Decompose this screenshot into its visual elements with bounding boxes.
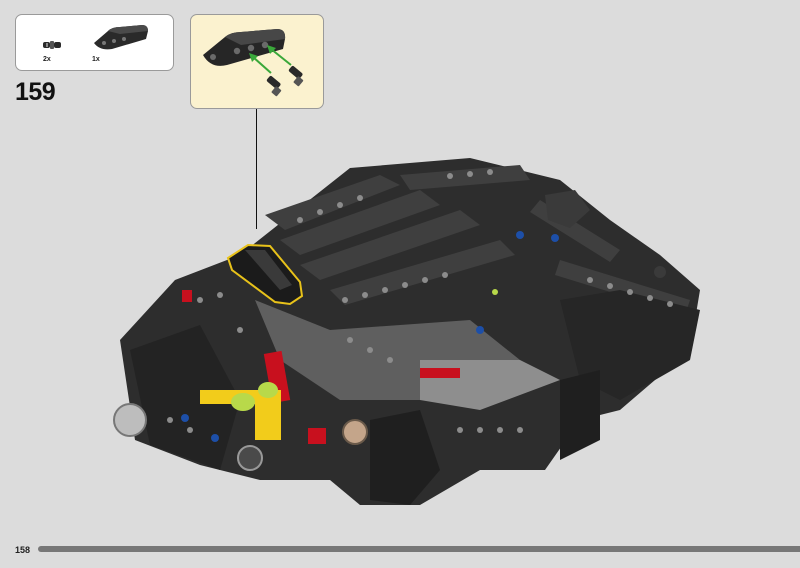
parts-list-box: 2x 1x (15, 14, 174, 71)
step-number: 159 (15, 78, 56, 106)
subassembly-callout (190, 14, 324, 109)
page-number: 158 (15, 545, 31, 555)
callout-illustration (203, 29, 304, 97)
part-count-panel: 1x (92, 56, 100, 63)
pin-with-bush-icon (266, 66, 304, 97)
pin-with-bush-icon (43, 41, 61, 49)
new-panel-highlight (226, 243, 304, 306)
model-illustration (113, 158, 700, 505)
progress-bar (38, 546, 800, 552)
curved-beam-panel-icon (94, 25, 148, 50)
insert-arrow-icon (249, 45, 292, 74)
beam-holes (167, 169, 673, 433)
part-count-pin: 2x (43, 56, 51, 63)
front-hub (113, 403, 147, 437)
callout-leader-line (256, 109, 257, 229)
